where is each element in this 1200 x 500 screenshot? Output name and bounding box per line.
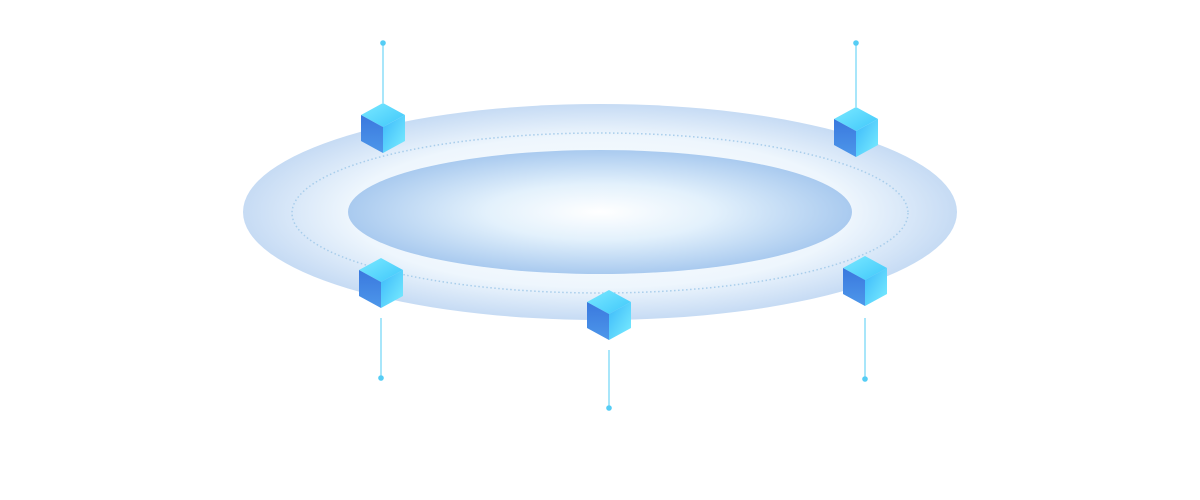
node-top-right	[834, 40, 878, 157]
cube-right-face	[383, 115, 405, 153]
cube-icon	[587, 290, 631, 340]
cube-icon	[361, 103, 405, 153]
cube-right-face	[865, 268, 887, 306]
node-top-left	[361, 40, 405, 153]
cube-left-face	[843, 268, 865, 306]
cube-left-face	[359, 270, 381, 308]
cube-icon	[834, 107, 878, 157]
cube-right-face	[856, 119, 878, 157]
connector-dot-icon	[380, 40, 386, 46]
cube-left-face	[834, 119, 856, 157]
cube-left-face	[587, 302, 609, 340]
connector-dot-icon	[862, 376, 868, 382]
node-bottom-center	[587, 290, 631, 411]
platform-dotted-ring	[291, 132, 909, 294]
cube-icon	[843, 256, 887, 306]
node-bottom-left	[359, 258, 403, 381]
connector-dot-icon	[606, 405, 612, 411]
cube-left-face	[361, 115, 383, 153]
cube-right-face	[609, 302, 631, 340]
connector-dot-icon	[378, 375, 384, 381]
cube-icon	[359, 258, 403, 308]
node-bottom-right	[843, 256, 887, 382]
cube-right-face	[381, 270, 403, 308]
platform-inner-disc	[348, 150, 852, 274]
connector-dot-icon	[853, 40, 859, 46]
